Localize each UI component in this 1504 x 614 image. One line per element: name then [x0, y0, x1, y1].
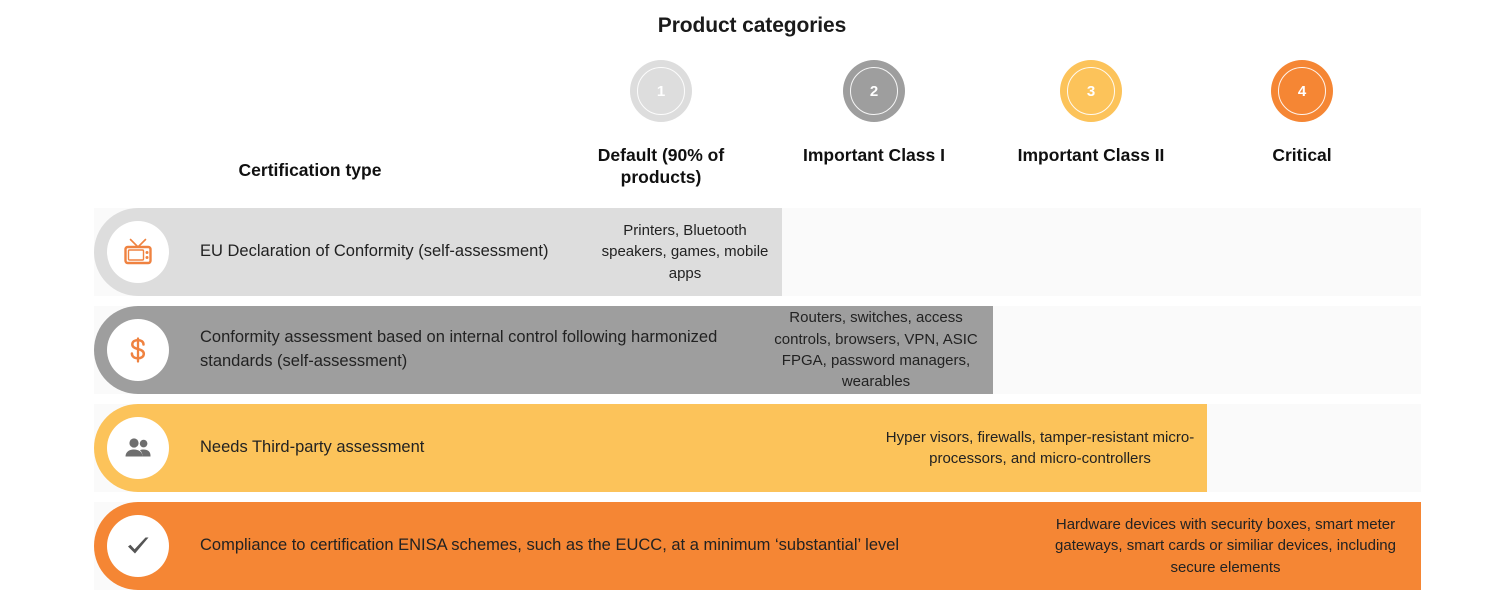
category-header-4: 4 Critical — [1215, 60, 1389, 166]
category-cell-text: Routers, switches, access controls, brow… — [774, 309, 978, 391]
category-badge-1: 1 — [630, 60, 692, 122]
badge-ring-icon — [1278, 67, 1326, 115]
category-cell: Routers, switches, access controls, brow… — [759, 306, 993, 394]
certification-label: Needs Third-party assessment — [200, 438, 425, 457]
badge-ring-icon — [1067, 67, 1115, 115]
certification-type-header: Certification type — [238, 160, 382, 180]
category-cell-text: Hyper visors, firewalls, tamper-resistan… — [885, 428, 1195, 467]
category-label-4: Critical — [1272, 145, 1332, 165]
table-row: Compliance to certification ENISA scheme… — [94, 502, 1421, 590]
category-label-3: Important Class II — [1017, 145, 1165, 165]
category-label-1: Default (90% of products) — [597, 145, 725, 188]
category-cell: Hardware devices with security boxes, sm… — [1030, 502, 1421, 590]
table-row: Conformity assessment based on internal … — [94, 306, 1421, 394]
certification-label: Compliance to certification ENISA scheme… — [200, 536, 900, 555]
certification-label: Conformity assessment based on internal … — [200, 328, 718, 370]
row-bar: Compliance to certification ENISA scheme… — [94, 502, 1421, 590]
badge-ring-icon — [637, 67, 685, 115]
row-bar: EU Declaration of Conformity (self-asses… — [94, 208, 782, 296]
row-icon-container — [107, 515, 169, 577]
table-row: Needs Third-party assessment Hyper visor… — [94, 404, 1421, 492]
row-icon-container — [107, 417, 169, 479]
row-bar: Needs Third-party assessment — [94, 404, 1207, 492]
people-icon — [125, 438, 151, 457]
category-number-2: 2 — [869, 82, 879, 100]
row-icon-container — [107, 319, 169, 381]
category-header-1: 1 Default (90% of products) — [574, 60, 748, 189]
category-badge-3: 3 — [1060, 60, 1122, 122]
table-row: EU Declaration of Conformity (self-asses… — [94, 208, 1421, 296]
check-mark-icon — [128, 537, 149, 554]
row-bar: Conformity assessment based on internal … — [94, 306, 993, 394]
retro-tv-icon — [124, 238, 152, 265]
certification-label: EU Declaration of Conformity (self-asses… — [200, 242, 549, 261]
category-badge-2: 2 — [843, 60, 905, 122]
category-cell-text: Printers, Bluetooth speakers, games, mob… — [601, 222, 769, 282]
category-cell: Printers, Bluetooth speakers, games, mob… — [588, 208, 782, 296]
row-icon-container — [107, 221, 169, 283]
category-label-2: Important Class I — [803, 145, 945, 165]
category-number-1: 1 — [656, 82, 666, 100]
dollar-sign-icon — [130, 337, 146, 363]
category-header-3: 3 Important Class II — [1001, 60, 1181, 166]
page-title: Product categories — [657, 14, 847, 37]
category-badge-4: 4 — [1271, 60, 1333, 122]
category-header-2: 2 Important Class I — [787, 60, 961, 166]
category-cell-text: Hardware devices with security boxes, sm… — [1055, 516, 1396, 576]
category-cell: Hyper visors, firewalls, tamper-resistan… — [873, 404, 1207, 492]
category-number-3: 3 — [1086, 82, 1096, 100]
category-number-4: 4 — [1297, 82, 1307, 100]
badge-ring-icon — [850, 67, 898, 115]
